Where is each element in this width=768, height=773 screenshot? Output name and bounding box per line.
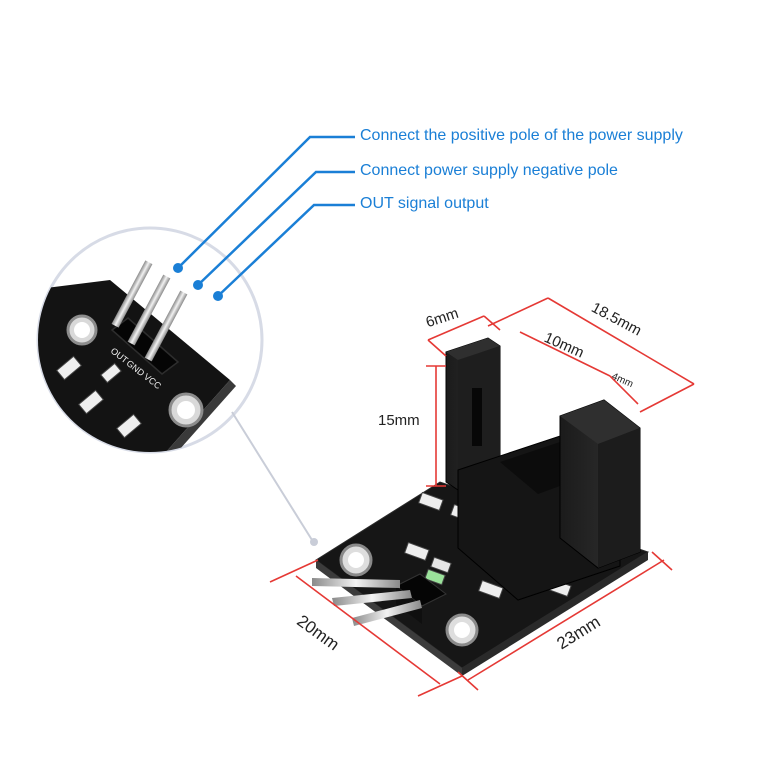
pin-vcc: [312, 578, 400, 588]
dim-line-4mm: [609, 375, 639, 405]
smd-led: [424, 568, 446, 586]
callout-leader-gnd: [197, 170, 355, 286]
callout-out: OUT signal output: [360, 195, 489, 212]
slot-sensor-left-arm: [445, 337, 501, 491]
smd-resistor: [417, 491, 444, 512]
callout-gnd: Connect power supply negative pole: [360, 162, 618, 179]
pin-out: [352, 600, 422, 626]
callout-dot-gnd: [193, 280, 203, 290]
pin-header: [395, 573, 447, 607]
callout-dot-out: [213, 291, 223, 301]
callout-vcc: Connect the positive pole of the power s…: [360, 127, 683, 144]
pin-out: [144, 290, 188, 362]
pin-gnd: [127, 274, 171, 346]
dim-line-6mm: [427, 315, 485, 341]
slot-sensor-right-arm: [559, 399, 641, 569]
sensor-module: [312, 337, 650, 676]
dim-line-10mm: [519, 331, 611, 377]
pin-header: [110, 317, 180, 375]
pin-vcc: [111, 260, 153, 328]
dim-line-18-5mm: [547, 297, 695, 385]
dim-line-23mm: [467, 559, 665, 681]
zoom-detail: OUT GND VCC: [36, 226, 264, 454]
callout-leader-vcc: [177, 135, 355, 269]
smd-resistor: [56, 355, 82, 381]
zoom-connector-dot: [310, 538, 318, 546]
dimension-lines: [269, 297, 695, 697]
smd-resistor: [116, 413, 142, 439]
smd-capacitor: [430, 556, 452, 574]
smd-resistor: [403, 541, 430, 562]
dim-line-20mm: [295, 575, 441, 685]
pin-gnd: [332, 590, 412, 606]
callout-leader-out: [217, 203, 355, 297]
zoom-connector-line: [231, 411, 313, 541]
dim-label-15mm: 15mm: [378, 412, 420, 429]
header-pins: [312, 578, 422, 626]
callout-leaders: [177, 135, 355, 297]
smd-led: [100, 362, 122, 384]
callout-dot-vcc: [173, 263, 183, 273]
smd-resistor: [477, 579, 504, 600]
smd-resistor: [78, 389, 104, 415]
